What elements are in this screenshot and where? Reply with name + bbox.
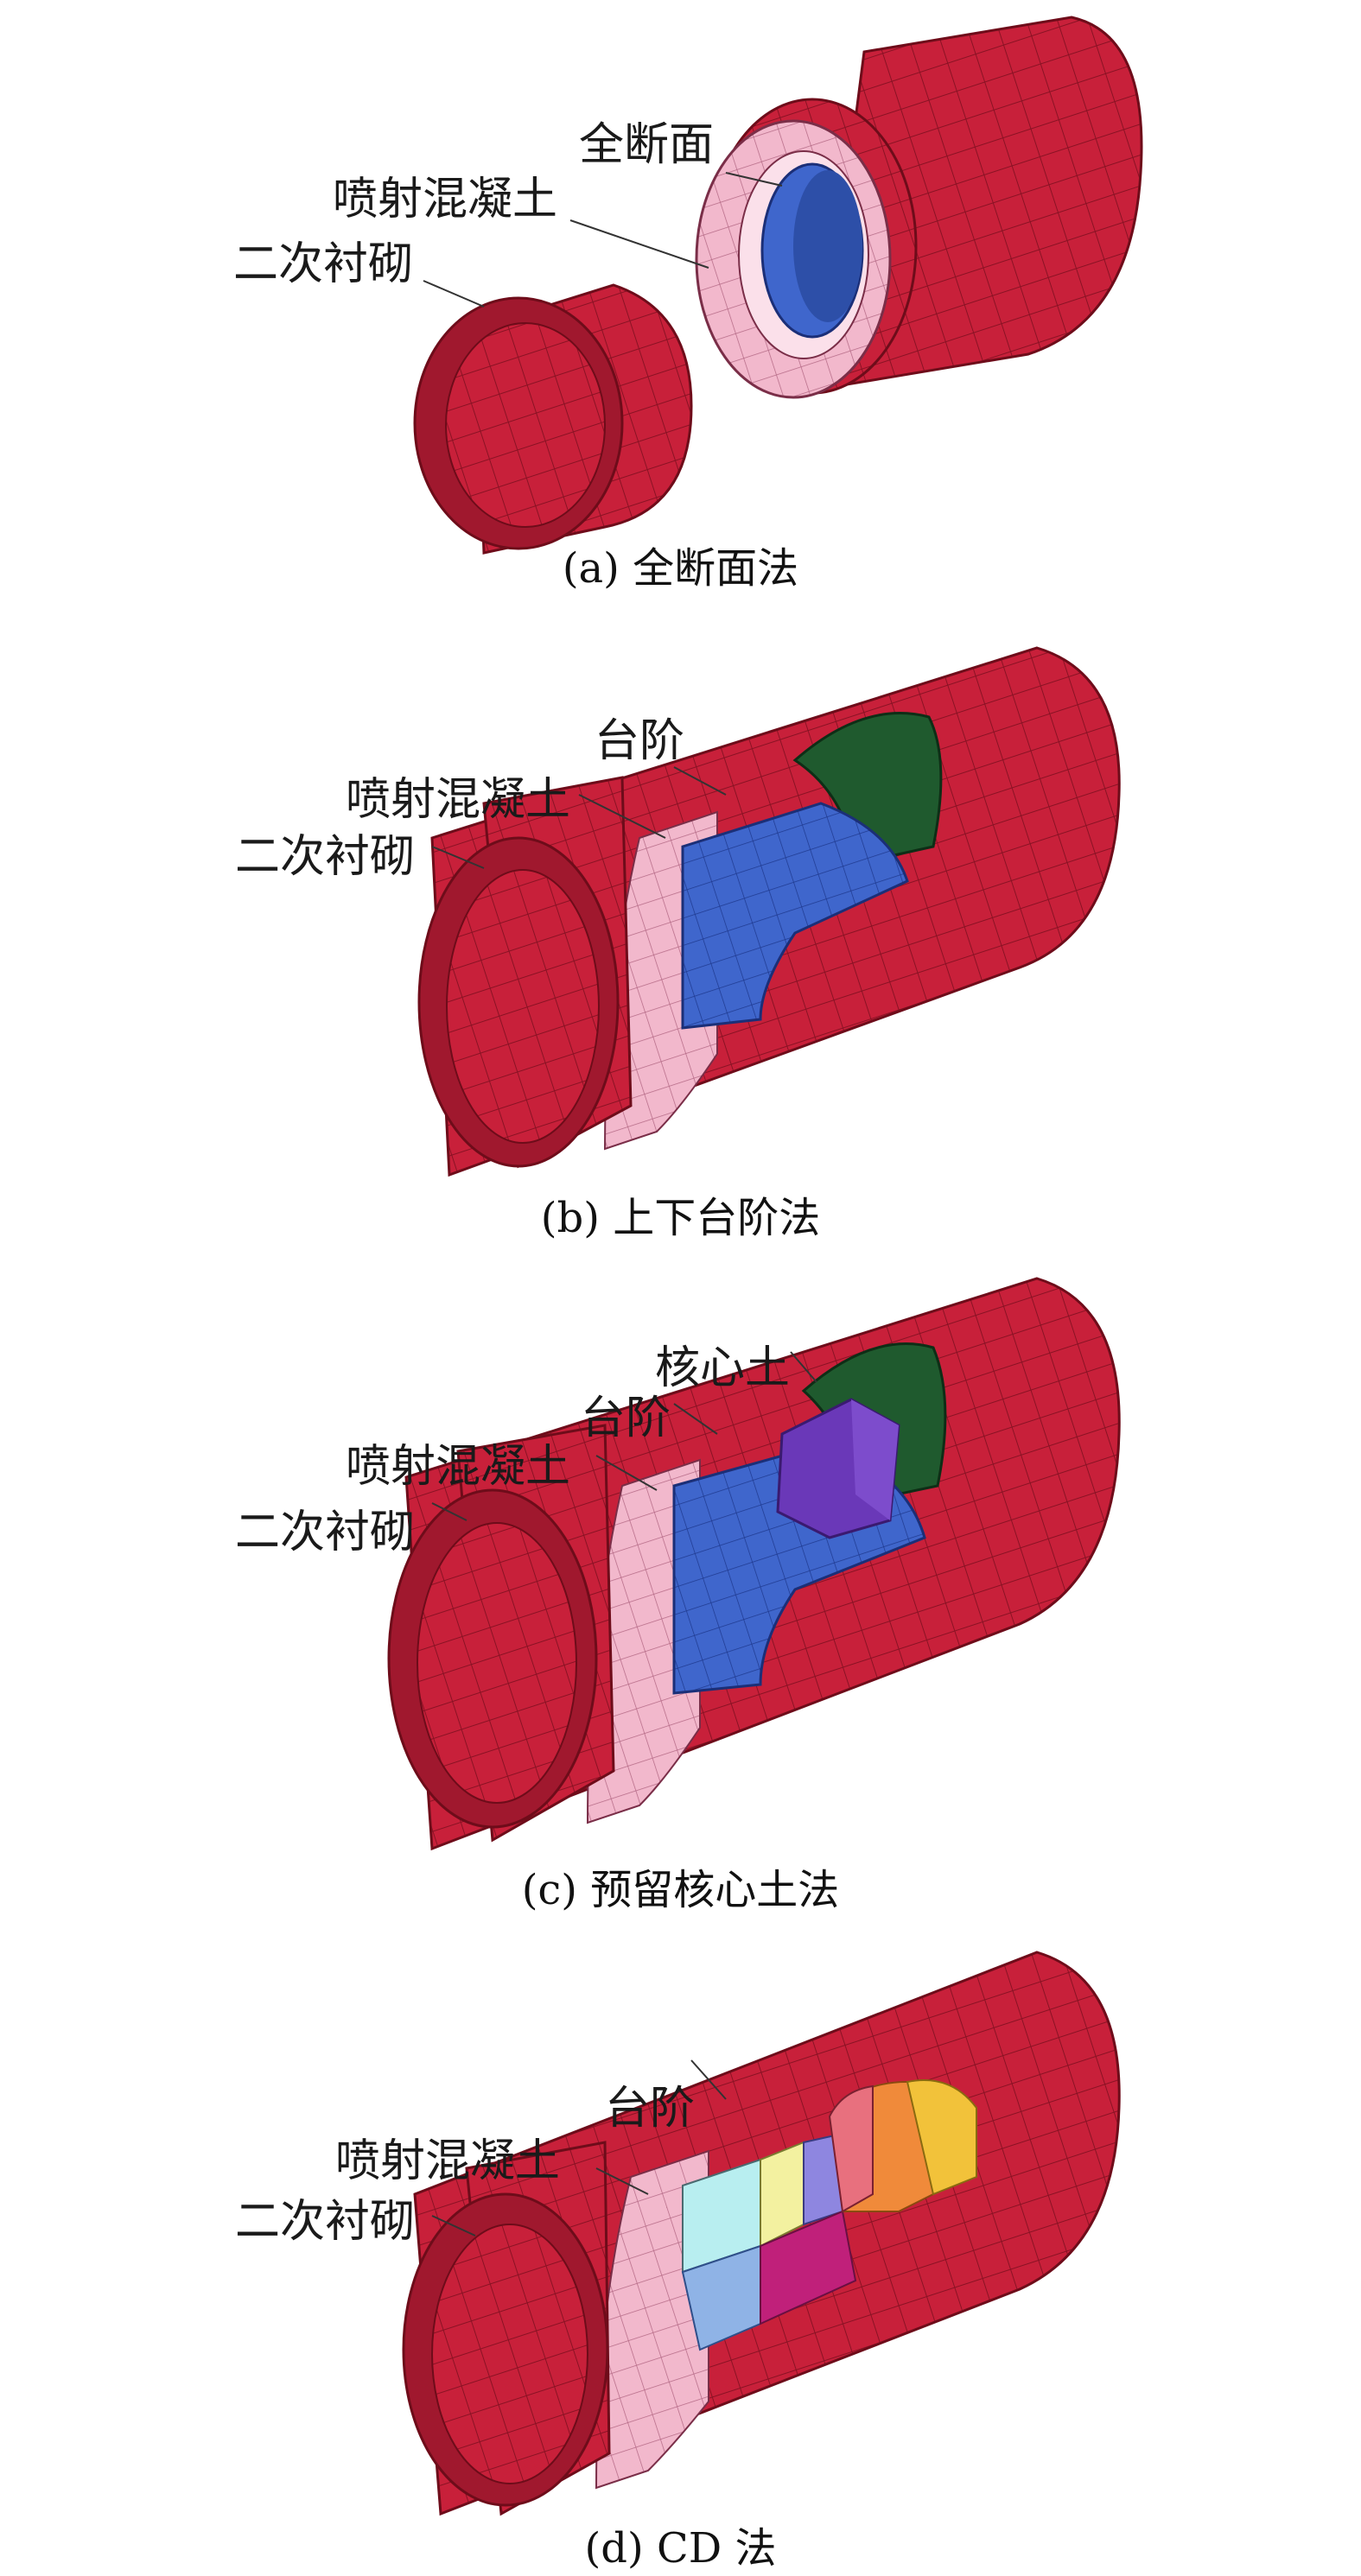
- panel-b-leaders: [431, 766, 727, 869]
- panel-c-diagram: [387, 1277, 1121, 1851]
- caption-a: (a) 全断面法: [562, 544, 799, 593]
- leader-lining: [423, 280, 485, 308]
- label-lining-a: 二次衬砌: [233, 238, 414, 290]
- secondary-lining-d: [402, 2141, 611, 2516]
- caption-c: (c) 预留核心土法: [521, 1866, 840, 1914]
- label-bench-d: 台阶: [605, 2083, 696, 2135]
- leader-face: [725, 172, 783, 187]
- panel-d-diagram: [402, 1951, 1121, 2516]
- leader-bench-d: [690, 2059, 727, 2100]
- label-core-c: 核心土: [655, 1342, 791, 1394]
- panel-c-leaders: [431, 1351, 817, 1521]
- label-full-face: 全断面: [579, 119, 715, 171]
- caption-d: (d) CD 法: [584, 2524, 777, 2573]
- panel-d-leaders: [431, 2059, 727, 2237]
- cd-partition-d: [681, 2079, 977, 2351]
- secondary-lining-segment: [413, 283, 693, 555]
- crown-arch-b: [792, 712, 943, 866]
- caption-b: (b) 上下台阶法: [540, 1194, 821, 1242]
- label-lining-d: 二次衬砌: [235, 2196, 416, 2248]
- secondary-lining-b: [417, 776, 633, 1169]
- secondary-lining-c: [387, 1424, 615, 1843]
- label-bench-b: 台阶: [595, 715, 685, 767]
- leader-shotcrete: [569, 219, 709, 269]
- core-soil-c: [776, 1398, 900, 1539]
- leader-lining-c: [431, 1502, 467, 1521]
- leader-core-c: [790, 1351, 817, 1383]
- leader-shotcrete-d: [595, 2167, 649, 2195]
- leader-bench-b: [673, 766, 727, 796]
- label-shotcrete-b: 喷射混凝土: [346, 774, 571, 826]
- label-lining-c: 二次衬砌: [235, 1507, 416, 1558]
- leader-shotcrete-b: [578, 794, 666, 839]
- label-shotcrete-c: 喷射混凝土: [346, 1441, 571, 1493]
- leader-lining-b: [431, 846, 485, 869]
- panel-a-diagram: [413, 16, 1143, 555]
- label-lining-b: 二次衬砌: [235, 831, 416, 883]
- panel-b-diagram: [417, 646, 1121, 1177]
- label-shotcrete-d: 喷射混凝土: [335, 2135, 561, 2187]
- leader-bench-c: [673, 1403, 718, 1435]
- label-shotcrete-a: 喷射混凝土: [333, 174, 558, 225]
- leader-lining-d: [431, 2215, 476, 2237]
- label-bench-c: 台阶: [581, 1393, 671, 1444]
- leader-shotcrete-c: [595, 1455, 658, 1491]
- panel-a-leaders: [423, 172, 783, 308]
- full-face-section: [760, 162, 864, 339]
- bench-b: [681, 802, 909, 1030]
